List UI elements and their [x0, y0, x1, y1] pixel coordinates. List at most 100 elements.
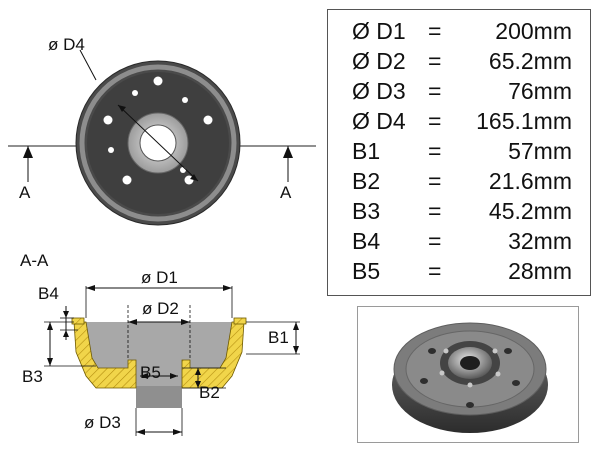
- b4-label: B4: [38, 284, 59, 303]
- bolt: [439, 370, 445, 376]
- d1-arrow: [223, 285, 232, 291]
- spec-value: 200mm: [495, 18, 572, 44]
- spec-value: 165.1mm: [476, 108, 572, 134]
- stud-hole: [504, 348, 512, 354]
- bolt: [492, 348, 498, 354]
- bolt: [443, 348, 449, 354]
- spec-row-b1: B1 = 57mm: [328, 136, 592, 166]
- spec-label: B5: [352, 258, 381, 284]
- spec-equals: =: [428, 168, 442, 194]
- spec-value: 21.6mm: [488, 168, 572, 194]
- spec-row-d1: Ø D1 = 200mm: [328, 16, 592, 46]
- spec-value: 76mm: [508, 78, 572, 104]
- d3-label: ø D3: [84, 413, 121, 432]
- b2-arrow: [195, 381, 201, 388]
- spec-equals: =: [428, 78, 442, 104]
- d3-arrow: [136, 429, 145, 435]
- spec-equals: =: [428, 258, 442, 284]
- section-marker-right: A: [280, 183, 292, 202]
- d3-arrow: [173, 429, 182, 435]
- spec-row-b3: B3 = 45.2mm: [328, 196, 592, 226]
- stud-hole: [428, 348, 436, 354]
- hub-stub: [136, 386, 182, 408]
- spec-equals: =: [428, 138, 442, 164]
- bolt-hole-small: [182, 97, 188, 103]
- b2-arrow: [195, 368, 201, 375]
- b5-arrow: [140, 373, 148, 379]
- section-marker-left: A: [19, 183, 31, 202]
- spec-row-d3: Ø D3 = 76mm: [328, 76, 592, 106]
- d1-arrow: [86, 285, 95, 291]
- spec-equals: =: [428, 48, 442, 74]
- stud-hole: [420, 378, 428, 384]
- bolt-hole: [103, 115, 113, 125]
- spec-row-b4: B4 = 32mm: [328, 226, 592, 256]
- b5-label: B5: [140, 363, 161, 382]
- spec-row-d2: Ø D2 = 65.2mm: [328, 46, 592, 76]
- drum-ring: [79, 64, 237, 222]
- bolt-hole: [203, 115, 213, 125]
- b1-arrow: [293, 322, 299, 330]
- front-view: ø D4 A A: [8, 35, 316, 226]
- stud-hole: [512, 380, 520, 386]
- spec-value: 65.2mm: [488, 48, 572, 74]
- b1-arrow: [293, 346, 299, 354]
- spec-table: Ø D1 = 200mm Ø D2 = 65.2mm Ø D3 = 76mm Ø…: [327, 9, 591, 296]
- b4-arrow: [63, 330, 69, 337]
- bolt-hole: [153, 76, 163, 86]
- b3-arrow: [47, 358, 53, 366]
- spec-label: Ø D4: [352, 108, 406, 134]
- rim-lip-left: [71, 317, 85, 325]
- drum-photo-illustration: [392, 322, 548, 433]
- bolt-hole-small: [180, 167, 186, 173]
- bearing-bore: [460, 356, 480, 370]
- spec-value: 28mm: [508, 258, 572, 284]
- spec-value: 32mm: [508, 228, 572, 254]
- spec-equals: =: [428, 198, 442, 224]
- spec-label: Ø D2: [352, 48, 406, 74]
- section-arrowhead-right: [283, 146, 293, 158]
- d2-arrow: [181, 319, 190, 325]
- spec-equals: =: [428, 18, 442, 44]
- spec-row-b2: B2 = 21.6mm: [328, 166, 592, 196]
- spec-value: 45.2mm: [488, 198, 572, 224]
- spec-equals: =: [428, 108, 442, 134]
- d2-label: ø D2: [142, 299, 179, 318]
- b1-label: B1: [268, 328, 289, 347]
- bolt: [467, 382, 473, 388]
- spec-row-b5: B5 = 28mm: [328, 256, 592, 286]
- bolt-hole: [122, 175, 132, 185]
- spec-label: B4: [352, 228, 381, 254]
- rim-lip-right: [233, 317, 247, 325]
- spec-row-d4: Ø D4 = 165.1mm: [328, 106, 592, 136]
- stud-hole: [466, 402, 474, 408]
- spec-equals: =: [428, 228, 442, 254]
- bolt-hole-small: [108, 147, 114, 153]
- d4-label: ø D4: [48, 35, 85, 54]
- bolt: [495, 371, 501, 377]
- b3-arrow: [47, 322, 53, 330]
- d4-arrow: [190, 174, 198, 181]
- section-cut-left: [73, 321, 137, 389]
- bolt-hole-small: [132, 90, 138, 96]
- section-title: A-A: [20, 251, 49, 270]
- b5-arrow: [170, 373, 178, 379]
- b4-arrow: [63, 311, 69, 318]
- spec-label: B1: [352, 138, 381, 164]
- spec-label: Ø D3: [352, 78, 406, 104]
- product-photo: [357, 306, 579, 443]
- b2-label: B2: [199, 383, 220, 402]
- d4-leader: [79, 49, 97, 81]
- d2-arrow: [128, 319, 137, 325]
- spec-label: Ø D1: [352, 18, 406, 44]
- spec-label: B2: [352, 168, 381, 194]
- d4-dimension-line: [117, 104, 199, 182]
- d1-label: ø D1: [141, 268, 178, 287]
- spec-label: B3: [352, 198, 381, 224]
- d4-arrow: [118, 105, 126, 112]
- section-view: A-A ø D1 ø D2 ø D3: [20, 251, 300, 436]
- section-arrowhead-left: [23, 146, 33, 158]
- spec-value: 57mm: [508, 138, 572, 164]
